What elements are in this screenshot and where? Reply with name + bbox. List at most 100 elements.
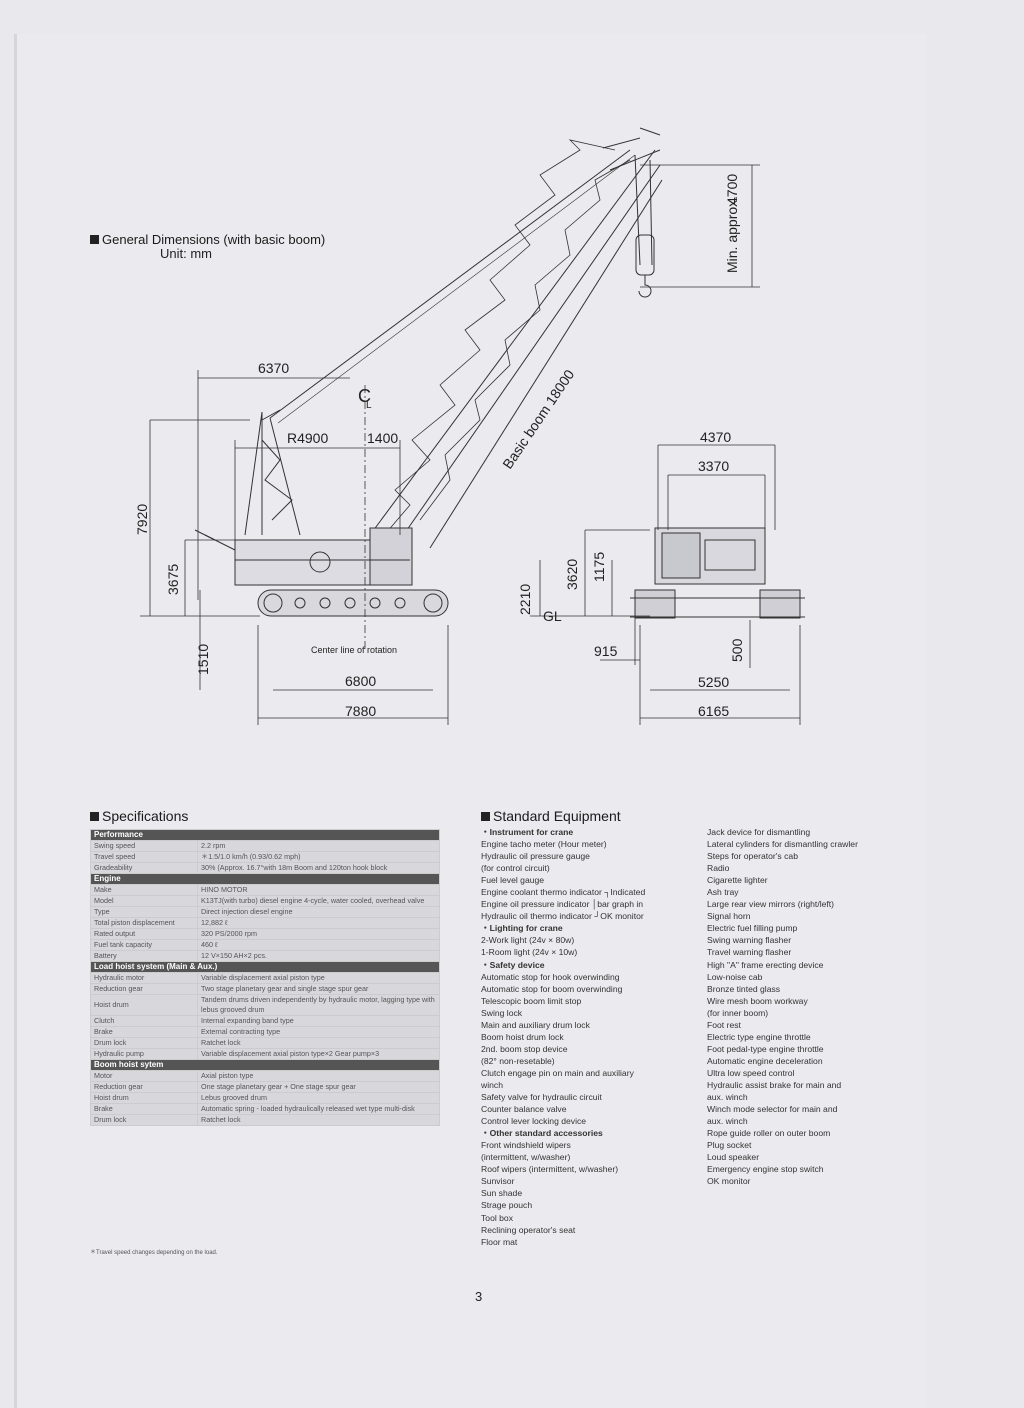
spec-key: Hoist drum <box>90 994 198 1016</box>
front-dimension-lines <box>530 444 801 725</box>
equipment-item: Automatic stop for hook overwinding <box>481 971 620 982</box>
equipment-item: Signal horn <box>707 911 751 922</box>
dimensions-heading-text: General Dimensions (with basic boom) <box>102 232 326 247</box>
equipment-item: (for control circuit) <box>481 863 550 874</box>
equipment-item: Loud speaker <box>707 1152 760 1163</box>
spec-section-header: Boom hoist sytem <box>90 1059 440 1071</box>
equipment-item: Winch mode selector for main and <box>707 1104 838 1115</box>
spec-key: Make <box>90 884 198 896</box>
spec-value: Two stage planetary gear and single stag… <box>197 983 440 995</box>
equipment-item: winch <box>481 1079 503 1090</box>
spec-section-title: Performance <box>90 829 440 841</box>
spec-value: 320 PS/2000 rpm <box>197 928 440 940</box>
spec-key: Motor <box>90 1070 198 1082</box>
spec-key: Brake <box>90 1026 198 1038</box>
gantry <box>244 409 301 536</box>
equipment-item: Control lever locking device <box>481 1116 587 1127</box>
equipment-item: Roof wipers (intermittent, w/washer) <box>481 1164 619 1175</box>
spec-row: Travel speed＊1.5/1.0 km/h (0.93/0.62 mph… <box>90 851 440 863</box>
hook-block <box>635 234 655 298</box>
spec-value: 12 V×150 AH×2 pcs. <box>197 950 440 962</box>
equipment-category: ・Other standard accessories <box>481 1128 603 1139</box>
equipment-item: Bronze tinted glass <box>707 983 781 994</box>
equipment-item: Hydraulic oil thermo indicator ┘OK monit… <box>481 911 644 922</box>
spec-value: Variable displacement axial piston type×… <box>197 1048 440 1060</box>
spec-value: Lebus grooved drum <box>197 1092 440 1104</box>
spec-value: 460 ℓ <box>197 939 440 951</box>
equipment-item: 2nd. boom stop device <box>481 1043 568 1054</box>
equipment-item: Wire mesh boom workway <box>707 995 808 1006</box>
equipment-item: Lateral cylinders for dismantling crawle… <box>707 839 858 850</box>
upper-body <box>194 527 413 586</box>
equipment-item: Counter balance valve <box>481 1104 567 1115</box>
spec-value: Ratchet lock <box>197 1114 440 1126</box>
equipment-item: Travel warning flasher <box>707 947 792 958</box>
boom-pendant-line <box>269 149 631 419</box>
equipment-item: Fuel level gauge <box>481 875 545 886</box>
spec-value: One stage planetary gear + One stage spu… <box>197 1081 440 1093</box>
dim-rotation-label: Center line of rotation <box>311 645 397 655</box>
specifications-heading-text: Specifications <box>102 808 189 824</box>
equipment-item: Safety valve for hydraulic circuit <box>481 1092 602 1103</box>
page-edge <box>14 34 17 1408</box>
spec-value: Automatic spring - loaded hydraulically … <box>197 1103 440 1115</box>
dim-gantry-height: 7920 <box>134 504 150 535</box>
spec-value: HINO MOTOR <box>197 884 440 896</box>
spec-key: Hoist drum <box>90 1092 198 1104</box>
equipment-item: Front windshield wipers <box>481 1140 571 1151</box>
equipment-item: Engine coolant thermo indicator ┐Indicat… <box>481 887 646 898</box>
equipment-item: Swing warning flasher <box>707 935 792 946</box>
spec-key: Fuel tank capacity <box>90 939 198 951</box>
dim-centerline: C <box>358 386 371 406</box>
dim-track-height: 1510 <box>195 644 211 675</box>
spec-value: ＊1.5/1.0 km/h (0.93/0.62 mph) <box>197 851 440 863</box>
spec-section-title: Load hoist system (Main & Aux.) <box>90 961 440 973</box>
equipment-item: OK monitor <box>707 1176 751 1187</box>
equipment-item: Boom hoist drum lock <box>481 1031 564 1042</box>
equipment-item: Plug socket <box>707 1140 752 1151</box>
equipment-item: Engine tacho meter (Hour meter) <box>481 839 607 850</box>
equipment-item: aux. winch <box>707 1116 748 1127</box>
equipment-item: Cigarette lighter <box>707 875 768 886</box>
dim-overall-width: 6165 <box>698 703 729 719</box>
equipment-item: Automatic stop for boom overwinding <box>481 983 623 994</box>
equipment-item: Main and auxiliary drum lock <box>481 1019 590 1030</box>
equipment-item: Reclining operator's seat <box>481 1224 576 1235</box>
spec-key: Rated output <box>90 928 198 940</box>
equipment-item: Hydraulic assist brake for main and <box>707 1079 842 1090</box>
dimensions-unit: Unit: mm <box>160 246 212 261</box>
equipment-item: Clutch engage pin on main and auxiliary <box>481 1067 634 1078</box>
dimensions-heading: General Dimensions (with basic boom) <box>90 232 325 247</box>
document-page <box>14 34 926 1408</box>
dim-width-cab: 3370 <box>698 458 729 474</box>
equipment-item: Low-noise cab <box>707 971 763 982</box>
dim-centerline-sub: L <box>366 400 372 411</box>
equipment-item: Hydraulic oil pressure gauge <box>481 851 590 862</box>
equipment-item: 1-Room light (24v × 10w) <box>481 947 578 958</box>
equipment-item: Large rear view mirrors (right/left) <box>707 899 835 910</box>
hoist-rope <box>634 154 641 266</box>
equipment-item: Ash tray <box>707 887 739 898</box>
spec-value: Ratchet lock <box>197 1037 440 1049</box>
bullet-square-icon <box>90 235 99 244</box>
equipment-item: Steps for operator's cab <box>707 851 798 862</box>
dim-offset: 1400 <box>367 430 398 446</box>
equipment-item: (82° non-resetable) <box>481 1055 555 1066</box>
dim-width-upper: 4370 <box>700 429 731 445</box>
spec-value: 12,882 ℓ <box>197 917 440 929</box>
equipment-item: aux. winch <box>707 1092 748 1103</box>
equipment-item: Engine oil pressure indicator │bar graph… <box>481 899 644 910</box>
dim-track-shoe: 915 <box>594 643 618 659</box>
